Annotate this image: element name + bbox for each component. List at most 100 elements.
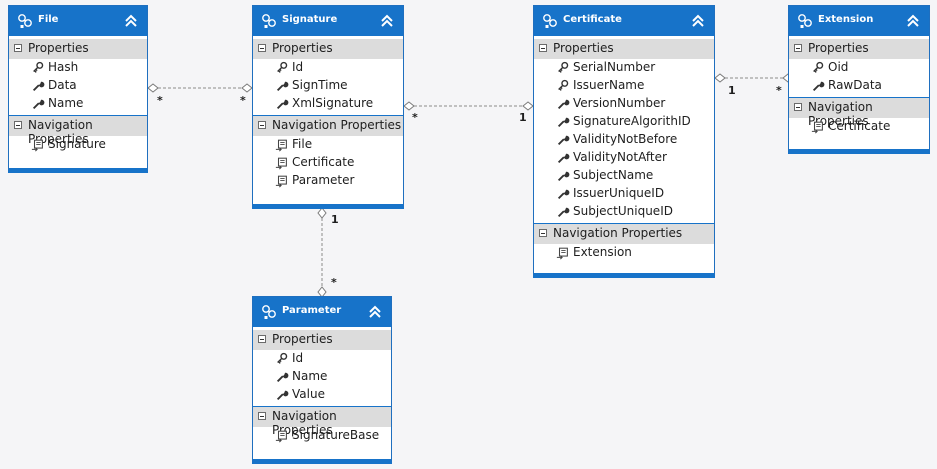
wrench-icon <box>31 79 45 93</box>
navigation-property-name: Signature <box>48 137 106 151</box>
navigation-property-row[interactable]: Extension <box>534 244 714 262</box>
navigation-property-row[interactable]: Certificate <box>789 118 929 136</box>
collapse-toggle-icon[interactable] <box>258 335 266 343</box>
property-row[interactable]: Name <box>253 368 391 386</box>
navigation-property-row[interactable]: Signature <box>9 136 147 154</box>
wrench-icon <box>556 205 570 219</box>
key-icon <box>811 61 825 75</box>
navigation-section-header[interactable]: Navigation Properties <box>534 223 714 244</box>
property-row[interactable]: RawData <box>789 77 929 95</box>
multiplicity-label: 1 <box>728 84 736 97</box>
property-name: VersionNumber <box>573 96 666 110</box>
collapse-toggle-icon[interactable] <box>258 44 266 52</box>
navigation-property-row[interactable]: Certificate <box>253 154 403 172</box>
property-row[interactable]: SubjectName <box>534 167 714 185</box>
properties-section-label: Properties <box>272 41 333 55</box>
multiplicity-label: * <box>240 94 246 107</box>
double-chevron-up-icon[interactable] <box>690 13 706 29</box>
property-row[interactable]: Value <box>253 386 391 404</box>
collapse-toggle-icon[interactable] <box>794 44 802 52</box>
multiplicity-label: * <box>412 111 418 124</box>
property-row[interactable]: SubjectUniqueID <box>534 203 714 221</box>
property-row[interactable]: IssuerUniqueID <box>534 185 714 203</box>
entity-type-icon <box>261 13 277 29</box>
double-chevron-up-icon[interactable] <box>123 13 139 29</box>
properties-section-header[interactable]: Properties <box>789 39 929 59</box>
wrench-icon <box>275 79 289 93</box>
property-row[interactable]: ValidityNotAfter <box>534 149 714 167</box>
navigation-property-name: Certificate <box>828 119 891 133</box>
property-row[interactable]: IssuerName <box>534 77 714 95</box>
wrench-icon <box>556 187 570 201</box>
multiplicity-label: 1 <box>331 213 339 226</box>
navigation-property-name: SignatureBase <box>292 428 380 442</box>
navigation-section-header[interactable]: Navigation Properties <box>789 97 929 128</box>
collapse-toggle-icon[interactable] <box>258 412 266 420</box>
property-row[interactable]: SignatureAlgorithID <box>534 113 714 131</box>
properties-section-label: Properties <box>808 41 869 55</box>
navigation-property-row[interactable]: SignatureBase <box>253 427 391 445</box>
property-name: Oid <box>828 60 849 74</box>
property-name: Id <box>292 351 304 365</box>
property-row[interactable]: SerialNumber <box>534 59 714 77</box>
property-name: SignatureAlgorithID <box>573 114 691 128</box>
property-row[interactable]: ValidityNotBefore <box>534 131 714 149</box>
property-row[interactable]: Name <box>9 95 147 113</box>
double-chevron-up-icon[interactable] <box>905 13 921 29</box>
property-row[interactable]: Id <box>253 59 403 77</box>
navigation-section-header[interactable]: Navigation Properties <box>9 115 147 146</box>
property-row[interactable]: VersionNumber <box>534 95 714 113</box>
wrench-icon <box>556 133 570 147</box>
navigation-section-label: Navigation Properties <box>272 118 402 132</box>
navigation-section-header[interactable]: Navigation Properties <box>253 406 391 437</box>
key-icon <box>556 61 570 75</box>
property-row[interactable]: XmlSignature <box>253 95 403 113</box>
properties-section-header[interactable]: Properties <box>253 39 403 59</box>
properties-section-label: Properties <box>272 332 333 346</box>
property-name: IssuerName <box>573 78 645 92</box>
property-row[interactable]: Data <box>9 77 147 95</box>
property-row[interactable]: Hash <box>9 59 147 77</box>
entity-header: Certificate <box>534 6 714 36</box>
collapse-toggle-icon[interactable] <box>258 121 266 129</box>
navigation-property-name: Certificate <box>292 155 355 169</box>
multiplicity-label: 1 <box>519 111 527 124</box>
entity-title: Certificate <box>563 14 622 25</box>
multiplicity-label: * <box>776 84 782 97</box>
property-row[interactable]: Id <box>253 350 391 368</box>
properties-section-header[interactable]: Properties <box>534 39 714 59</box>
navigation-property-row[interactable]: File <box>253 136 403 154</box>
properties-section-label: Properties <box>28 41 89 55</box>
collapse-toggle-icon[interactable] <box>539 229 547 237</box>
collapse-toggle-icon[interactable] <box>14 44 22 52</box>
navigation-property-icon <box>811 120 825 134</box>
property-name: SubjectName <box>573 168 654 182</box>
navigation-property-icon <box>275 429 289 443</box>
property-name: ValidityNotBefore <box>573 132 678 146</box>
navigation-property-name: Parameter <box>292 173 355 187</box>
diamond-marker <box>522 101 534 111</box>
navigation-section-header[interactable]: Navigation Properties <box>253 115 403 136</box>
wrench-icon <box>556 97 570 111</box>
collapse-toggle-icon[interactable] <box>14 121 22 129</box>
navigation-property-row[interactable]: Parameter <box>253 172 403 190</box>
navigation-section-label: Navigation Properties <box>808 100 873 128</box>
navigation-property-icon <box>275 156 289 170</box>
property-row[interactable]: Oid <box>789 59 929 77</box>
wrench-icon <box>556 115 570 129</box>
collapse-toggle-icon[interactable] <box>539 44 547 52</box>
property-name: ValidityNotAfter <box>573 150 667 164</box>
double-chevron-up-icon[interactable] <box>379 13 395 29</box>
property-row[interactable]: SignTime <box>253 77 403 95</box>
properties-section-header[interactable]: Properties <box>253 330 391 350</box>
double-chevron-up-icon[interactable] <box>367 304 383 320</box>
collapse-toggle-icon[interactable] <box>794 103 802 111</box>
property-name: Hash <box>48 60 79 74</box>
property-name: Id <box>292 60 304 74</box>
properties-section-header[interactable]: Properties <box>9 39 147 59</box>
